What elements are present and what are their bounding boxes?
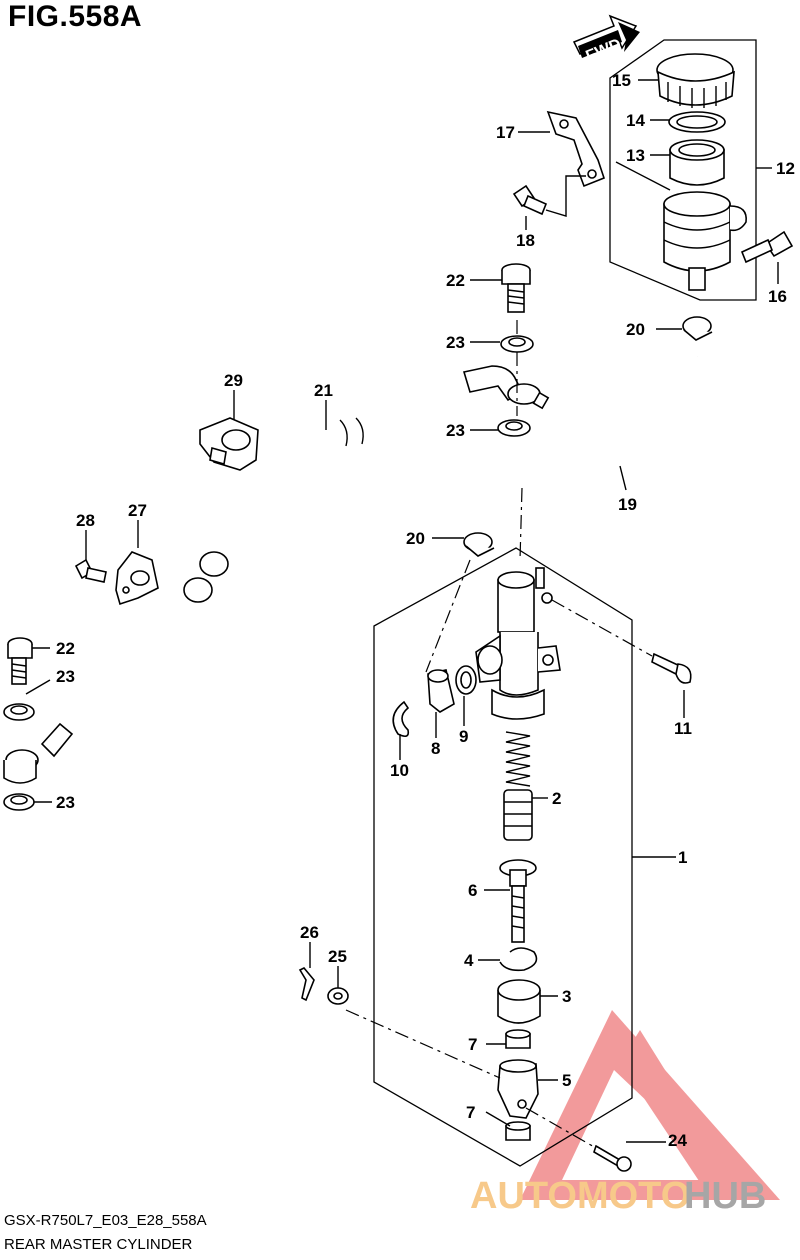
callout-7-lower: 7 [466,1103,475,1122]
leader-lines [25,79,779,1143]
master-cylinder-body [475,567,561,720]
dash-reservoir-hose [425,559,471,673]
callout-27: 27 [128,501,147,520]
master-cylinder-box [373,547,633,1167]
callout-29: 29 [224,371,243,390]
callout-20-upper: 20 [626,320,645,339]
hose-clip-20-upper [682,316,713,341]
dash-pin-24 [525,1107,597,1149]
callout-22-lower: 22 [56,639,75,658]
callout-13: 13 [626,146,645,165]
washer-23-c [3,703,35,721]
callout-23-b: 23 [446,421,465,440]
hose-clamp-29 [199,417,259,471]
washer-23-a [500,335,534,353]
nut-7-lower [505,1121,531,1141]
hose-cut-mark [339,417,364,447]
pin-24 [593,1144,632,1172]
pushrod-6 [499,859,537,943]
callout-23-a: 23 [446,333,465,352]
callout-14: 14 [626,111,645,130]
callout-1: 1 [678,848,687,867]
callout-9: 9 [459,727,468,746]
callout-7-upper: 7 [468,1035,477,1054]
clevis-5 [497,1059,539,1119]
reservoir-diaphragm [669,139,725,186]
dash-screw [551,599,653,657]
clamp-bolt-28 [74,558,107,583]
callout-3: 3 [562,987,571,1006]
reservoir-body [663,191,747,291]
callout-23-d: 23 [56,793,75,812]
callout-23-c: 23 [56,667,75,686]
reservoir-cap [656,53,735,108]
callout-20-lower: 20 [406,529,425,548]
o-ring-9 [455,665,477,695]
figure-title: FIG.558A [8,0,143,33]
piston-2 [503,789,533,841]
boot-3 [497,979,541,1024]
spring-2-upper [505,731,531,787]
callout-6: 6 [468,881,477,900]
hose-joint-8 [427,669,455,713]
callout-21: 21 [314,381,333,400]
union-bolt-upper [501,263,531,313]
callout-26: 26 [300,923,319,942]
callout-19: 19 [618,495,637,514]
hose-clamp-27 [115,551,159,606]
callout-4: 4 [464,951,474,970]
callout-24: 24 [668,1131,687,1150]
footer-code: GSX-R750L7_E03_E28_558A [4,1212,207,1229]
callout-labels: 1 2 3 4 5 6 7 7 8 9 10 11 12 13 14 15 16… [56,71,795,1150]
reservoir-screw [740,230,794,264]
callout-16: 16 [768,287,787,306]
reservoir-bracket [546,110,605,188]
callout-22-upper: 22 [446,271,465,290]
hose-clip-20-lower [463,532,495,557]
washer-23-d [3,793,35,811]
callout-10: 10 [390,761,409,780]
washer-23-b [497,419,531,437]
fwd-arrow: FWD [572,14,640,65]
callout-17: 17 [496,123,515,142]
reservoir-box [609,39,757,301]
union-bolt-lower [7,637,33,685]
circlip-10 [392,700,410,738]
watermark-part2: HUB [684,1175,766,1217]
callout-11: 11 [674,719,692,738]
watermark-logo [520,1010,780,1200]
cotter-pin-26 [298,967,315,1002]
reservoir-hose-19 [478,355,711,531]
banjo-fitting-lower [3,760,37,784]
callout-12: 12 [776,159,795,178]
watermark-part1: AUTOMOTO [470,1175,690,1217]
reservoir-diaphragm-plate [668,111,726,133]
footer-name: REAR MASTER CYLINDER [4,1236,193,1253]
bracket-bolt [512,184,548,216]
callout-15: 15 [612,71,631,90]
nut-7-upper [505,1029,531,1049]
dash-clevis-pin [345,1009,501,1079]
screw-11 [651,652,692,684]
watermark-text: AUTOMOTO HUB [470,1175,766,1217]
circlip-4 [499,947,538,972]
callout-28: 28 [76,511,95,530]
callout-25: 25 [328,947,347,966]
callout-18: 18 [516,231,535,250]
brake-hose-21 [5,365,550,771]
callout-5: 5 [562,1071,571,1090]
callout-2: 2 [552,789,561,808]
washer-25 [327,987,349,1005]
dash-hose-cylinder [519,487,523,561]
callout-8: 8 [431,739,440,758]
